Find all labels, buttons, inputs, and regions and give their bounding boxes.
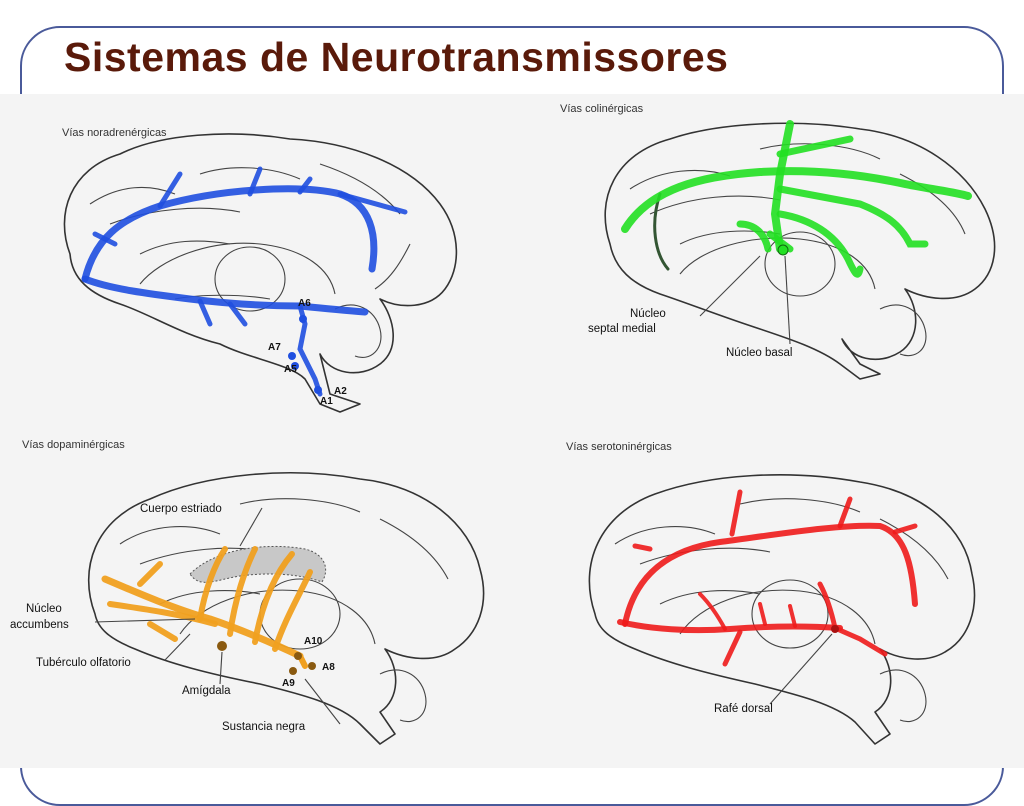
label-a7: A7 <box>268 342 281 353</box>
label-a2: A2 <box>334 386 347 397</box>
panel-title-serotonergic: Vías serotoninérgicas <box>566 441 672 453</box>
label-nucleo-septal: Núcleo <box>630 308 666 320</box>
brain-outline-serotonergic <box>588 474 976 745</box>
panel-dopaminergic: Vías dopaminérgicas Cuerpo estriado Núcl… <box>10 439 485 745</box>
panel-title-dopaminergic: Vías dopaminérgicas <box>22 439 125 451</box>
label-a1: A1 <box>320 396 333 407</box>
pathway-cholinergic <box>621 120 972 278</box>
panel-noradrenergic: Vías noradrenérgicas A6 A7 A5 A2 A1 <box>62 127 458 413</box>
label-nucleo-accumbens-2: accumbens <box>10 619 69 631</box>
label-tuberculo-olfatorio: Tubérculo olfatorio <box>36 657 131 669</box>
panel-title-cholinergic: Vías colinérgicas <box>560 103 644 115</box>
label-a10: A10 <box>304 636 323 647</box>
label-sustancia-negra: Sustancia negra <box>222 721 306 733</box>
pathway-noradrenergic <box>81 166 408 397</box>
label-amigdala: Amígdala <box>182 685 231 697</box>
panel-cholinergic: Vías colinérgicas Núcleo septal medial N… <box>560 103 996 380</box>
label-rafe-dorsal: Rafé dorsal <box>714 703 773 715</box>
label-cuerpo-estriado: Cuerpo estriado <box>140 503 222 515</box>
pathway-serotonergic <box>617 489 918 667</box>
label-a6: A6 <box>298 298 311 309</box>
label-a9: A9 <box>282 678 295 689</box>
panel-title-noradrenergic: Vías noradrenérgicas <box>62 127 167 139</box>
slide-title: Sistemas de Neurotransmissores <box>64 34 729 80</box>
panel-serotonergic: Vías serotoninérgicas Rafé dorsal <box>566 441 976 745</box>
pathway-dopaminergic <box>101 546 316 675</box>
label-a8: A8 <box>322 662 335 673</box>
brain-outline-noradrenergic <box>63 133 458 413</box>
label-septal-medial: septal medial <box>588 323 656 335</box>
label-a5: A5 <box>284 364 297 375</box>
label-nucleo-accumbens-1: Núcleo <box>26 603 62 615</box>
neurotransmitter-figure: Vías noradrenérgicas A6 A7 A5 A2 A1 Vías <box>0 94 1024 768</box>
label-nucleo-basal: Núcleo basal <box>726 347 792 359</box>
